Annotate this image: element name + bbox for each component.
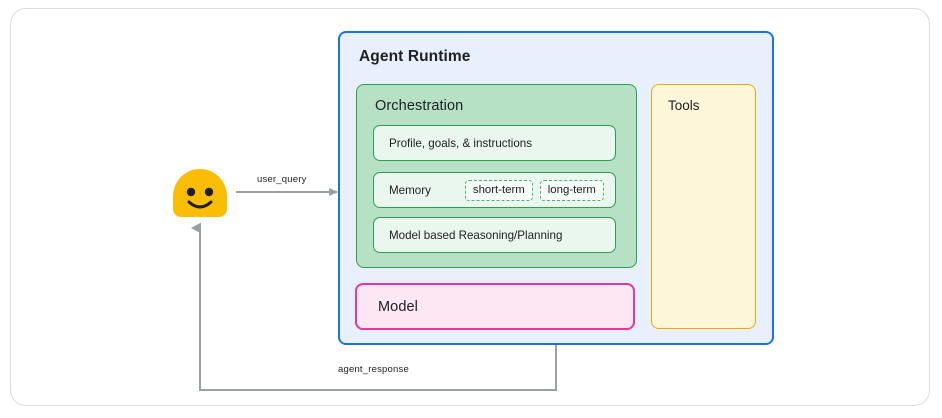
orchestration-box-profile: Profile, goals, & instructions [373,125,616,161]
smiley-face-icon [173,169,227,217]
model-box-label: Model [378,298,418,315]
agent-response-arrow [191,222,557,391]
orchestration-box-reasoning-label: Model based Reasoning/Planning [389,228,563,242]
orchestration-title: Orchestration [375,98,464,114]
user-query-label: user_query [257,174,307,185]
model-box: Model [355,283,635,330]
tools-panel-title: Tools [668,98,700,113]
memory-chip-short-term: short-term [464,179,533,201]
memory-chip-long-term: long-term [539,179,604,201]
avatar-eye-right [204,187,214,197]
agent-runtime-title: Agent Runtime [359,48,471,65]
agent-response-label: agent_response [338,364,409,375]
avatar-eye-left [186,187,196,197]
avatar-smile [187,200,213,209]
orchestration-box-memory: Memory short-term long-term [373,172,616,208]
orchestration-box-memory-label: Memory [389,183,431,197]
tools-panel: Tools [651,84,756,329]
orchestration-box-profile-label: Profile, goals, & instructions [389,136,533,150]
orchestration-box-reasoning: Model based Reasoning/Planning [373,217,616,253]
user-avatar [173,169,227,217]
